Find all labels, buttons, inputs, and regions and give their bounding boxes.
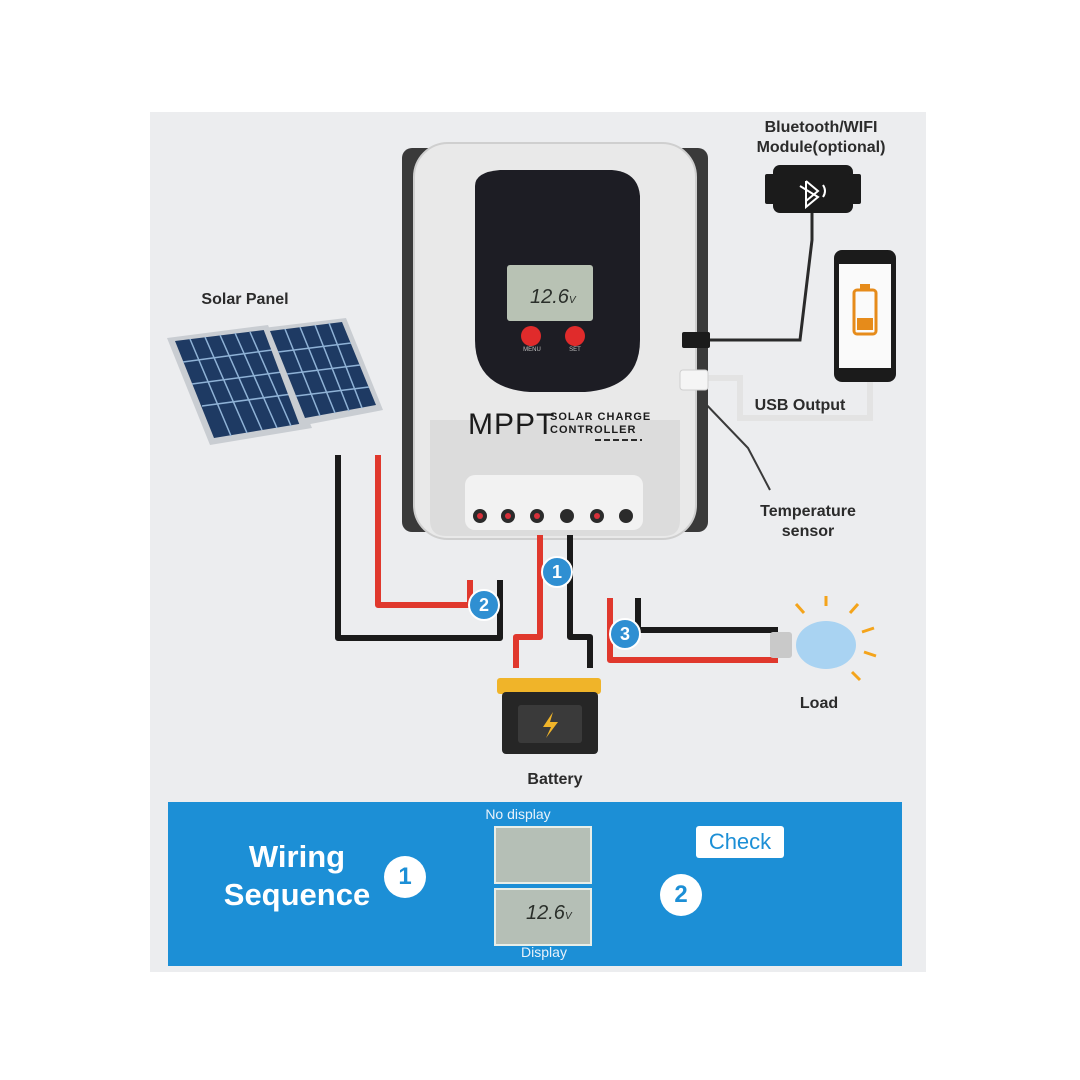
lcd-display-value: 12.6V [526,902,572,924]
battery-icon [497,678,601,754]
lcd-display: 12.6V [494,888,592,946]
controller-lcd-value: 12.6V [530,286,576,308]
controller-button-menu[interactable]: MENU [523,347,541,353]
solar-wires [335,455,503,641]
solar-panel-label: Solar Panel [201,291,289,308]
usb-cable [706,375,873,421]
controller-brand: MPPT [468,408,556,441]
banner-title: Wiring Sequence [223,839,371,912]
bluetooth-module-icon [765,165,861,213]
solar-panel-icon [167,318,383,445]
display-caption: Display [521,944,567,960]
temperature-sensor-label: Temperature sensor [760,503,856,540]
marker-1: 1 [541,556,573,588]
lcd-no-display [494,826,592,884]
battery-wires [513,535,593,668]
no-display-caption: No display [485,806,551,822]
bluetooth-cable [690,213,814,342]
usb-connector [679,369,709,391]
marker-2: 2 [468,589,500,621]
smartphone-icon [834,250,896,382]
load-label: Load [799,695,839,712]
bluetooth-connector [682,332,710,348]
usb-output-label: USB Output [754,397,846,414]
controller-subtitle-1: SOLAR CHARGE [550,411,652,423]
temperature-sensor-cable [699,397,771,491]
battery-label: Battery [527,771,583,788]
controller-subtitle-2: CONTROLLER [550,424,637,436]
marker-3: 3 [609,618,641,650]
wiring-sequence-banner: Wiring Sequence 1 No display 12.6V Displ… [168,802,902,966]
bluetooth-label: Bluetooth/WIFI Module(optional) [756,119,886,156]
check-badge: Check [696,826,784,858]
sequence-step-2: 2 [660,874,702,916]
sequence-step-1: 1 [384,856,426,898]
light-bulb-icon [770,596,877,682]
charge-controller [402,142,708,540]
controller-button-set[interactable]: SET [569,347,581,353]
